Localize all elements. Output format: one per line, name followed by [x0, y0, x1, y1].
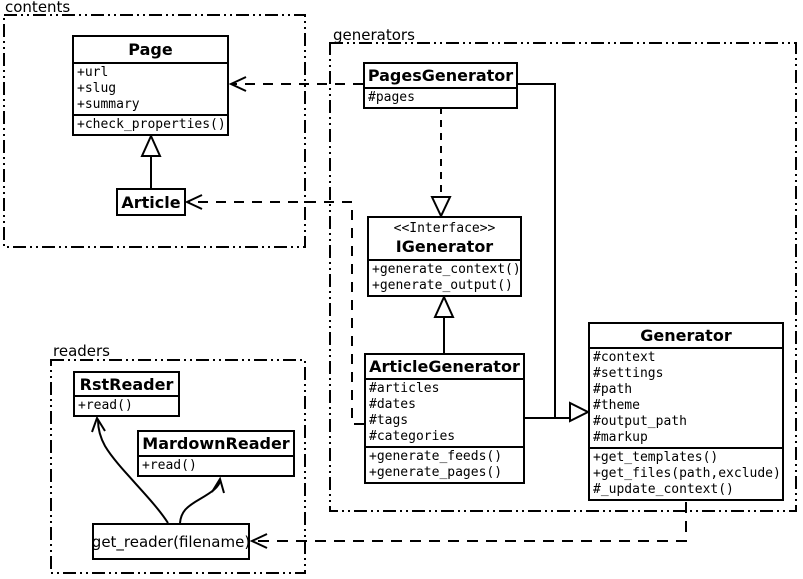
class-rstreader-name: RstReader [79, 374, 174, 394]
edge-generators-to-generator-inheritance [518, 83, 591, 423]
package-contents-border [3, 14, 306, 248]
class-article-name: Article [121, 192, 181, 212]
class-generator-methods: +get_templates() +get_files(path,exclude… [590, 447, 782, 499]
class-igenerator-stereotype: <<Interface>> [393, 221, 496, 236]
class-pagesgenerator: PagesGenerator #pages [363, 62, 518, 109]
edge-articlegenerator-to-article-dependency [184, 194, 364, 425]
class-page-methods: +check_properties() [74, 114, 227, 134]
class-igenerator-name: <<Interface>> IGenerator [393, 221, 496, 256]
class-mardownreader: MardownReader +read() [137, 430, 295, 477]
class-generator: Generator #context #settings #path #them… [588, 322, 784, 501]
class-igenerator-methods: +generate_context() +generate_output() [369, 259, 521, 295]
package-generators-border [329, 42, 797, 512]
class-page: Page +url +slug +summary +check_properti… [72, 35, 229, 136]
class-article: Article [116, 188, 186, 216]
package-readers-border [50, 359, 306, 574]
package-readers-label: readers [53, 342, 110, 360]
function-get-reader: get_reader(filename) [92, 523, 250, 560]
class-mardownreader-name: MardownReader [142, 434, 290, 453]
edge-getreader-to-rstreader-arrow [91, 415, 169, 524]
class-page-name: Page [128, 40, 173, 59]
class-pagesgenerator-name: PagesGenerator [367, 66, 514, 85]
class-pagesgenerator-attributes: #pages [365, 87, 516, 107]
package-contents-label: contents [5, 0, 71, 16]
class-generator-attributes: #context #settings #path #theme #output_… [590, 347, 782, 447]
class-articlegenerator-methods: +generate_feeds() +generate_pages() [366, 446, 523, 482]
class-rstreader-methods: +read() [75, 395, 178, 415]
function-get-reader-label: get_reader(filename) [91, 532, 251, 551]
class-rstreader: RstReader +read() [73, 371, 180, 417]
class-mardownreader-methods: +read() [139, 455, 293, 475]
edge-getreader-to-mardownreader-arrow [179, 476, 225, 524]
edge-pagesgenerator-to-igenerator-realization [430, 107, 452, 219]
edge-article-to-page-inheritance [140, 133, 162, 188]
class-articlegenerator-name: ArticleGenerator [369, 357, 520, 376]
edge-pagesgenerator-to-page-dependency [228, 76, 363, 92]
class-articlegenerator-attributes: #articles #dates #tags #categories [366, 378, 523, 446]
class-generator-name: Generator [640, 326, 732, 345]
edge-articlegenerator-to-igenerator-inheritance [433, 294, 455, 353]
class-articlegenerator: ArticleGenerator #articles #dates #tags … [364, 353, 525, 484]
class-page-attributes: +url +slug +summary [74, 62, 227, 114]
package-generators-label: generators [333, 26, 415, 44]
class-igenerator: <<Interface>> IGenerator +generate_conte… [367, 216, 522, 297]
edge-generator-to-getreader-dependency [249, 502, 687, 549]
